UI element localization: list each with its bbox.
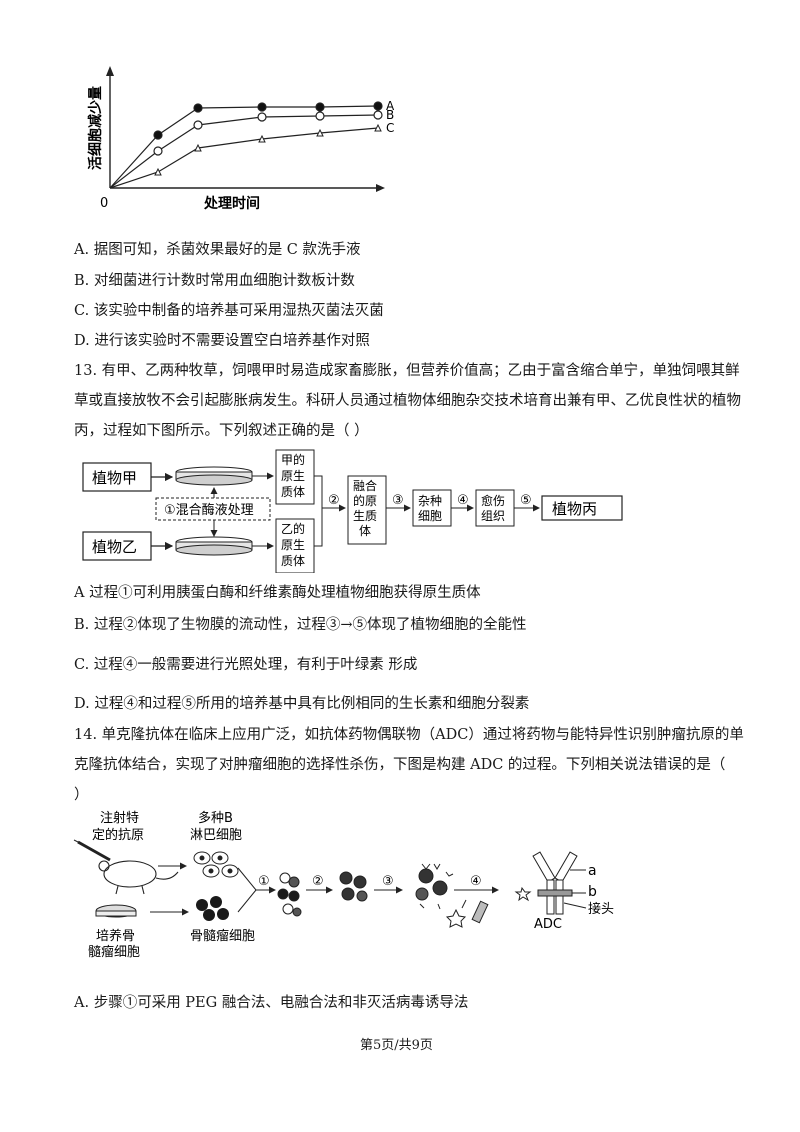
series-B-point xyxy=(153,146,163,156)
fusion-cells-icon xyxy=(277,872,302,917)
bcell-label-l1: 多种B xyxy=(198,810,233,826)
adc-label-b: b xyxy=(588,884,597,900)
step-3-label: ③ xyxy=(392,493,404,508)
q13-option-a: A 过程①可利用胰蛋白酶和纤维素酶处理植物细胞获得原生质体 xyxy=(74,585,481,601)
series-A-point xyxy=(373,101,383,111)
culture-dish-icon xyxy=(95,904,137,918)
callus-l1: 愈伤 xyxy=(481,493,505,508)
adc-drug-icon xyxy=(514,886,532,902)
plant-a-label: 植物甲 xyxy=(92,469,137,487)
b-cells-icon xyxy=(193,851,239,878)
inject-label-l1: 注射特 xyxy=(100,810,139,826)
protoplast-b-l2: 原生 xyxy=(281,538,305,552)
series-C-point xyxy=(258,134,266,143)
adc-construction-diagram: 注射特 定的抗原 多种B 淋巴细胞 培养骨 髓瘤细胞 骨髓瘤细胞 ① xyxy=(73,810,614,958)
series-B-label: B xyxy=(386,108,394,122)
q14-stem-line-3: ） xyxy=(74,787,89,803)
adc-step-1: ① xyxy=(258,874,270,889)
page-footer: 第5页/共9页 xyxy=(360,1038,433,1053)
adc-label-a: a xyxy=(588,863,597,879)
protoplast-a-l3: 质体 xyxy=(281,485,305,499)
adc-step-2: ② xyxy=(312,874,324,889)
series-C-point xyxy=(154,167,162,176)
fused-l1: 融合 xyxy=(353,478,377,493)
plant-c-label: 植物丙 xyxy=(552,500,597,518)
series-B-point xyxy=(257,112,267,122)
antibody-secreting-cells-icon xyxy=(415,863,454,910)
hybrid-l1: 杂种 xyxy=(418,494,442,508)
q14-option-a: A. 步骤①可采用 PEG 融合法、电融合法和非灭活病毒诱导法 xyxy=(74,995,469,1011)
syringe-icon xyxy=(73,839,111,862)
myeloma-label: 骨髓瘤细胞 xyxy=(190,928,255,944)
petri-dish-bottom xyxy=(175,536,253,556)
kill-rate-line-chart: 0 处理时间 活细胞减少量 ABC xyxy=(87,66,395,212)
series-A-line xyxy=(109,105,379,189)
x-axis-label: 处理时间 xyxy=(203,195,260,212)
adc-step-3: ③ xyxy=(382,874,394,889)
adc-step-4: ④ xyxy=(470,874,482,889)
callus-l2: 组织 xyxy=(481,509,505,523)
protoplast-b-l3: 质体 xyxy=(281,554,305,568)
joint-label: 接头 xyxy=(588,901,614,917)
step-5-label: ⑤ xyxy=(520,493,532,508)
fused-l3: 生质 xyxy=(353,509,377,523)
culture-label-l2: 髓瘤细胞 xyxy=(88,944,140,958)
mouse-icon xyxy=(98,860,179,895)
series-B-line xyxy=(109,114,379,189)
y-axis-arrow xyxy=(106,66,114,76)
q13-option-d: D. 过程④和过程⑤所用的培养基中具有比例相同的生长素和细胞分裂素 xyxy=(74,696,530,712)
series-A-point xyxy=(193,103,203,113)
petri-dish-top xyxy=(175,466,253,486)
series-A-label: A xyxy=(386,99,395,113)
origin-label: 0 xyxy=(100,196,108,211)
adc-antibody-icon xyxy=(532,851,578,915)
q14-stem-line-2: 克隆抗体结合，实现了对肿瘤细胞的选择性杀伤，下图是构建 ADC 的过程。下列相关… xyxy=(74,757,726,773)
series-A-point xyxy=(257,102,267,112)
adc-caption: ADC xyxy=(534,917,562,932)
q12-option-a: A. 据图可知，杀菌效果最好的是 C 款洗手液 xyxy=(74,242,361,258)
somatic-hybridization-diagram: 植物甲 植物乙 ①混合酶液处理 甲的 原生 质体 乙的 原生 质体 ② 融合 的… xyxy=(82,449,623,573)
drug-star-icon xyxy=(445,899,467,928)
series-C-point xyxy=(374,123,382,132)
series-B-point xyxy=(193,120,203,130)
inject-label-l2: 定的抗原 xyxy=(92,827,144,843)
q12-option-c: C. 该实验中制备的培养基可采用湿热灭菌法灭菌 xyxy=(74,303,384,319)
series-C-point xyxy=(194,143,202,152)
y-axis-label: 活细胞减少量 xyxy=(87,86,104,170)
series-C-point xyxy=(316,128,324,137)
series-B-point xyxy=(315,111,325,121)
myeloma-cells-icon xyxy=(196,896,229,921)
series-C-line xyxy=(109,127,379,189)
series-C-label: C xyxy=(386,121,394,135)
plant-b-label: 植物乙 xyxy=(92,538,137,556)
series-B-point xyxy=(373,110,383,120)
culture-label-l1: 培养骨 xyxy=(96,928,135,944)
protoplast-a-l2: 原生 xyxy=(281,469,305,483)
x-axis-arrow xyxy=(376,184,385,192)
protoplast-b-l1: 乙的 xyxy=(281,521,305,536)
q12-option-d: D. 进行该实验时不需要设置空白培养基作对照 xyxy=(74,333,370,349)
fused-l2: 的原 xyxy=(353,493,377,508)
fused-l4: 体 xyxy=(359,524,371,538)
linker-icon xyxy=(471,900,489,924)
step-4-label: ④ xyxy=(457,493,469,508)
step-2-label: ② xyxy=(328,493,340,508)
q14-stem-line-1: 14. 单克隆抗体在临床上应用广泛，如抗体药物偶联物（ADC）通过将药物与能特异… xyxy=(74,727,744,743)
q13-option-b: B. 过程②体现了生物膜的流动性，过程③→⑤体现了植物细胞的全能性 xyxy=(74,617,527,633)
q13-stem-line-3: 丙，过程如下图所示。下列叙述正确的是（ ） xyxy=(74,423,369,439)
protoplast-a-l1: 甲的 xyxy=(281,452,305,467)
q13-option-c: C. 过程④一般需要进行光照处理，有利于叶绿素 形成 xyxy=(74,657,418,673)
bcell-label-l2: 淋巴细胞 xyxy=(190,828,242,843)
q13-stem-line-2: 草或直接放牧不会引起膨胀病发生。科研人员通过植物体细胞杂交技术培育出兼有甲、乙优… xyxy=(74,393,741,409)
hybridoma-cells-icon xyxy=(339,871,368,902)
hybrid-l2: 细胞 xyxy=(418,509,442,523)
series-A-point xyxy=(153,130,163,140)
q13-stem-line-1: 13. 有甲、乙两种牧草，饲喂甲时易造成家畜膨胀，但营养价值高；乙由于富含缩合单… xyxy=(74,363,740,379)
q12-option-b: B. 对细菌进行计数时常用血细胞计数板计数 xyxy=(74,273,355,289)
series-A-point xyxy=(315,102,325,112)
enzyme-label: ①混合酶液处理 xyxy=(164,502,254,518)
